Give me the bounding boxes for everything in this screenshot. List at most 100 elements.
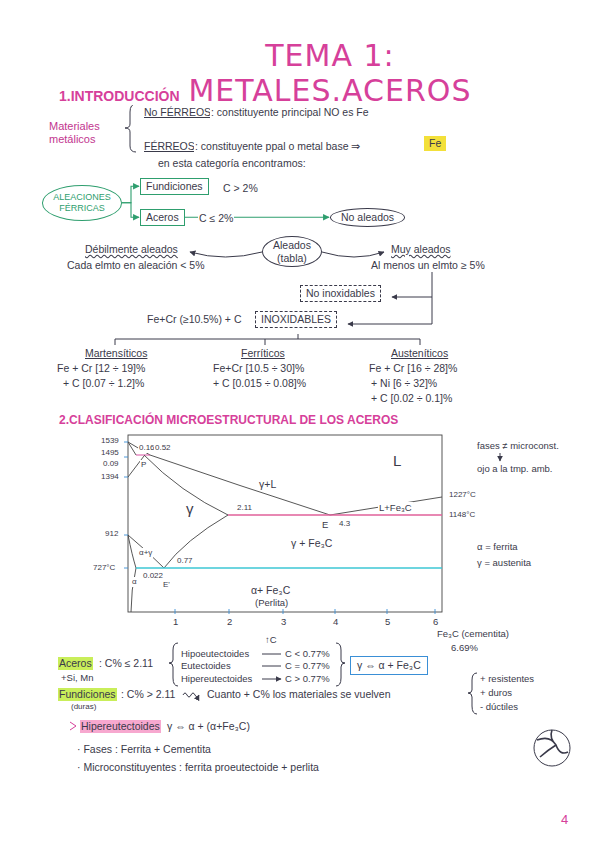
brace xyxy=(125,104,136,152)
concept-box: INOXIDABLES xyxy=(255,311,337,328)
note-text: Al menos un elmto ≥ 5% xyxy=(370,259,486,272)
note-text: 2.CLASIFICACIÓN MICROESTRUCTURAL DE LOS … xyxy=(58,413,399,427)
note-text: α = ferrita xyxy=(476,541,519,552)
note-text: + C [0.015 ÷ 0.08]% xyxy=(212,377,307,390)
box-text: Fe xyxy=(429,137,441,150)
note-text: L+Fe₃C xyxy=(378,502,413,513)
note-text: Fundiciones xyxy=(58,688,117,701)
note-text: Fe₃C (cementita) xyxy=(436,628,510,639)
note-text: C > 2% xyxy=(222,182,259,195)
note-text: Cuanto + C% los materiales se vuelven xyxy=(206,688,392,701)
note-text: Fe + Cr [16 ÷ 28]% xyxy=(368,362,458,375)
axis-ticks xyxy=(124,442,435,614)
note-text: : C% > 2.11 xyxy=(120,688,176,701)
note-text: 727°C xyxy=(92,563,116,573)
note-text: 1495 xyxy=(100,448,120,458)
note-text: Austeníticos xyxy=(390,347,449,360)
note-text: 5 xyxy=(384,616,391,627)
concept-box: Aleados(tabla) xyxy=(262,236,322,267)
eutectoid-line xyxy=(136,567,442,569)
note-text: 1539 xyxy=(100,436,120,446)
note-text: α+γ xyxy=(138,548,153,558)
note-text: 0.77 xyxy=(176,556,194,566)
branch-line xyxy=(115,334,420,345)
box-text: INOXIDABLES xyxy=(261,313,331,326)
brace xyxy=(169,643,178,686)
box-text: No inoxidables xyxy=(306,287,375,300)
note-text: 2 xyxy=(226,616,233,627)
note-text: γ ⇔ α + (α+Fe₃C) xyxy=(166,720,251,733)
note-text: ↑C xyxy=(264,634,278,645)
eutectic-line xyxy=(228,514,442,515)
note-text: 2.11 xyxy=(236,503,253,513)
note-text: Aceros xyxy=(58,657,93,670)
phase-diagram xyxy=(124,435,442,614)
note-text: C = 0.77% xyxy=(284,660,331,671)
note-text: α+ Fe₃C xyxy=(250,584,291,597)
note-text: +Si, Mn xyxy=(60,672,94,683)
note-text: Eutectoides xyxy=(180,660,232,671)
note-text: Hipereutectoides xyxy=(180,673,253,684)
note-text: E' xyxy=(162,580,171,590)
note-text: Ferríticos xyxy=(240,347,286,360)
concept-box: ALEACIONES FÉRRICAS xyxy=(42,185,122,221)
note-text: fases ≠ microconst. xyxy=(476,440,560,451)
note-text: 1148°C xyxy=(448,510,476,520)
note-text: γ+L xyxy=(258,478,277,491)
note-text: Hipoeutectoides xyxy=(180,648,250,659)
concept-box: γ ⇔ α + Fe₃C xyxy=(350,656,428,675)
note-text: - dúctiles xyxy=(479,701,519,712)
liquidus xyxy=(128,442,442,515)
note-text: 912 xyxy=(104,529,119,539)
note-text: 6 xyxy=(432,616,439,627)
note-text: : C% ≤ 2.11 xyxy=(98,657,154,670)
brace xyxy=(468,673,477,714)
note-text: 0.52 xyxy=(154,443,172,453)
concept-box: No inoxidables xyxy=(300,285,381,302)
note-text: Fe + Cr [12 ÷ 19]% xyxy=(56,362,146,375)
note-arrow xyxy=(500,453,501,461)
note-text: Muy aleados xyxy=(390,243,452,256)
note-text: + Ni [6 ÷ 32]% xyxy=(370,377,438,390)
connector-arrow xyxy=(122,186,139,203)
box-text: Fundiciones xyxy=(146,180,203,193)
brace xyxy=(336,643,345,686)
note-text: ojo a la tmp. amb. xyxy=(476,463,554,474)
a1-line xyxy=(128,535,136,612)
note-text: γ + Fe₃C xyxy=(290,537,333,550)
microstructure-grains xyxy=(537,730,568,757)
arrow-line xyxy=(392,297,432,298)
note-text: No FÉRREOS xyxy=(143,106,212,119)
concept-box: Aceros xyxy=(140,209,185,226)
note-text: E xyxy=(321,519,329,530)
note-text: γ = austenita xyxy=(476,557,532,568)
note-text: 1 xyxy=(172,616,179,627)
a3-line xyxy=(128,535,164,568)
microstructure-circle xyxy=(534,730,570,766)
note-text: + C [0.07 ÷ 1.2]% xyxy=(62,377,145,390)
note-text: L xyxy=(392,452,402,470)
note-text: 0.16 xyxy=(138,443,156,453)
note-text: Fe+Cr [10.5 ÷ 30]% xyxy=(212,362,305,375)
arrow-line xyxy=(348,324,432,325)
note-text: 6.69% xyxy=(450,642,479,653)
note-text: + C [0.02 ÷ 0.1]% xyxy=(370,392,453,405)
note-text: · Fases : Ferrita + Cementita xyxy=(76,743,212,756)
note-text: C > 0.77% xyxy=(284,673,331,684)
diagram-frame xyxy=(128,435,442,612)
highlight-box: Fe xyxy=(424,136,446,151)
note-text: 1227°C xyxy=(448,490,477,500)
note-text: Hipereutectoides xyxy=(80,720,161,733)
note-text: 4 xyxy=(560,812,569,828)
note-text: 0.022 xyxy=(142,571,164,581)
arrow-line xyxy=(190,252,262,257)
note-text: 3 xyxy=(280,616,287,627)
connector-arrow xyxy=(122,203,139,218)
note-text: (duras) xyxy=(70,702,97,712)
box-text: Aleados xyxy=(273,239,311,252)
note-text: + resistentes xyxy=(479,673,535,684)
box-text: (tabla) xyxy=(273,252,311,265)
concept-box: Fundiciones xyxy=(140,178,209,195)
note-text: Materiales metálicos xyxy=(48,120,122,146)
